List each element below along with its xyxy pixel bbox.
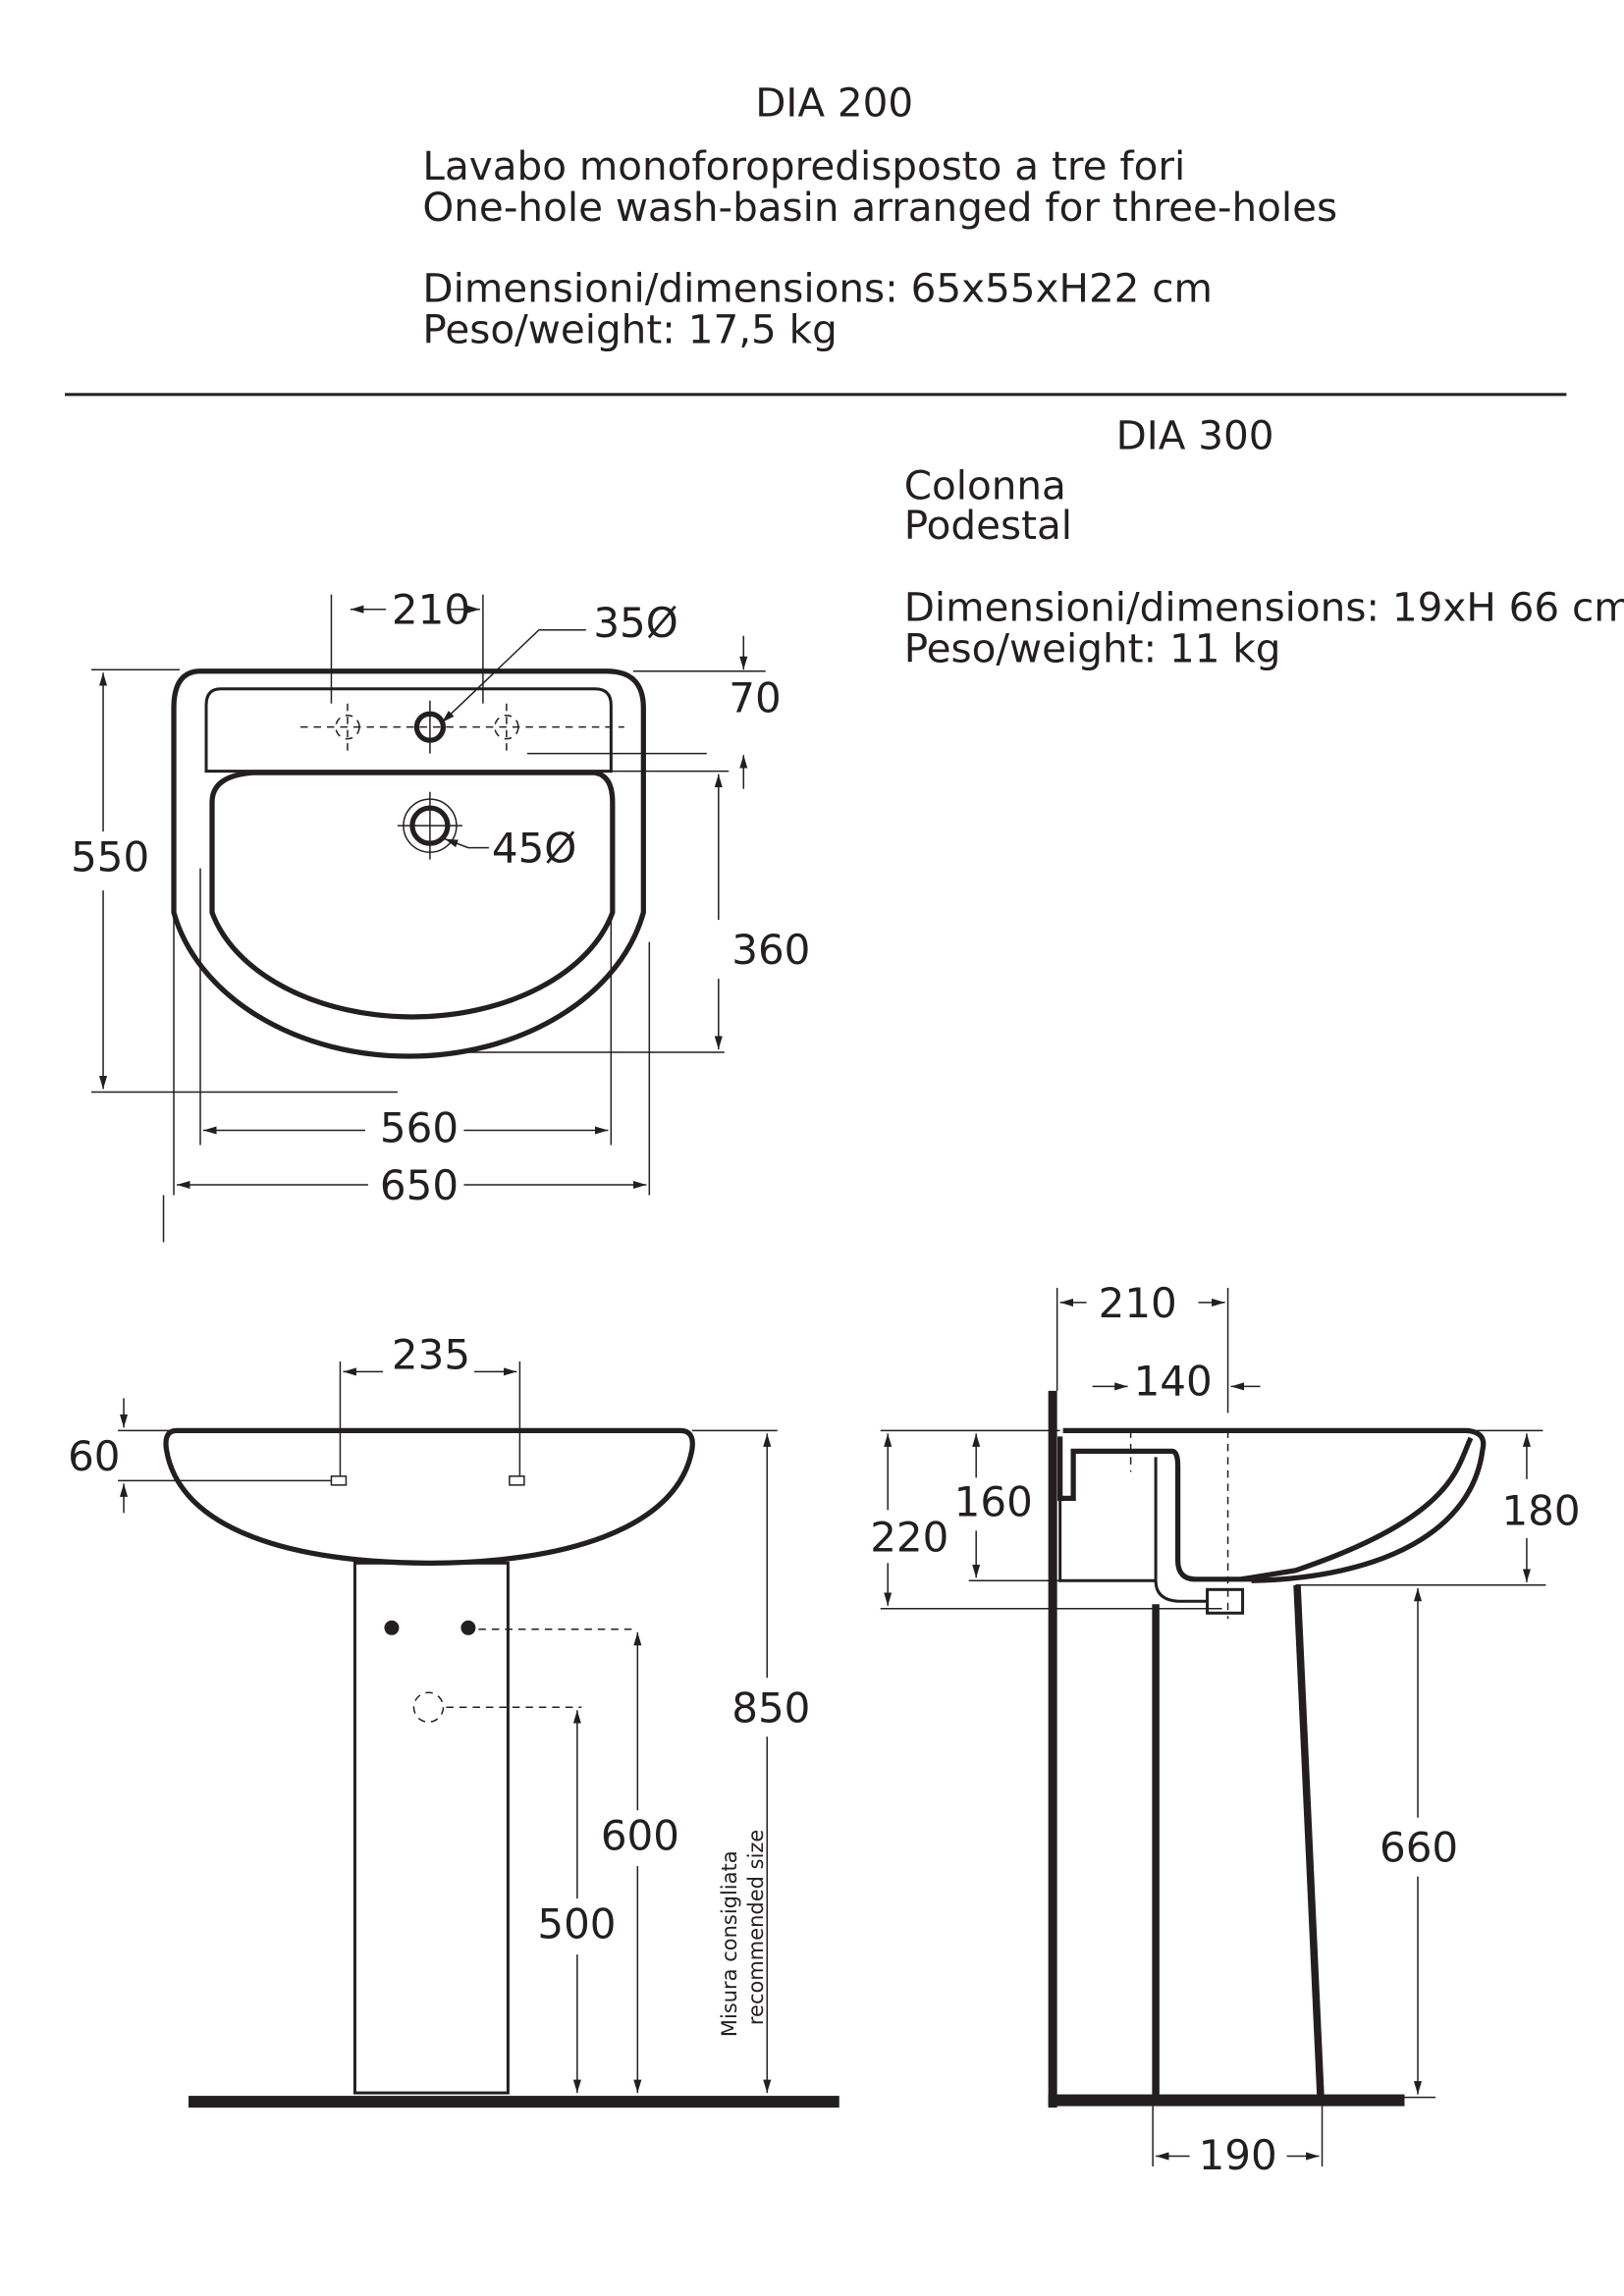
dim-supply-height: 600 <box>601 1812 679 1860</box>
description-en: One-hole wash-basin arranged for three-h… <box>422 184 1337 231</box>
dim-height-220: 220 <box>870 1513 948 1561</box>
top-view: 210 35Ø 45Ø 70 550 360 560 <box>71 586 810 1243</box>
product-weight: Peso/weight: 17,5 kg <box>422 305 837 352</box>
note-it: Misura consigliata <box>718 1850 741 2037</box>
side-view: 210 140 220 160 180 660 190 <box>870 1279 1580 2179</box>
dim-pedestal-base: 190 <box>1199 2131 1277 2179</box>
dim-tap-offset: 70 <box>729 674 781 722</box>
product-model: DIA 200 <box>755 79 913 126</box>
dim-depth-fix: 210 <box>1099 1279 1177 1327</box>
dim-rim-height: 180 <box>1501 1486 1580 1534</box>
floor <box>189 2096 839 2109</box>
dim-tap-spacing: 210 <box>392 586 470 634</box>
dim-bowl-width: 560 <box>380 1104 459 1152</box>
dim-bowl-depth: 360 <box>731 926 810 974</box>
pedestal-model: DIA 300 <box>1116 411 1274 458</box>
pedestal-weight: Peso/weight: 11 kg <box>904 625 1281 672</box>
dim-drain-offset: 140 <box>1134 1357 1213 1405</box>
dim-height-160: 160 <box>954 1477 1033 1525</box>
dim-waste-height: 500 <box>537 1900 616 1949</box>
dim-fixing-height: 60 <box>68 1432 120 1480</box>
dim-width: 650 <box>380 1161 459 1209</box>
note-en: recommended size <box>744 1830 768 2025</box>
pedestal-dimensions: Dimensioni/dimensions: 19xH 66 cm <box>904 584 1624 631</box>
dim-total-height: 850 <box>731 1683 810 1732</box>
description-it: Lavabo monoforopredisposto a tre fori <box>422 142 1185 189</box>
product-dimensions: Dimensioni/dimensions: 65x55xH22 cm <box>422 264 1213 311</box>
dim-tap-hole: 35Ø <box>593 599 677 647</box>
front-view: 235 60 850 600 500 Misura consigliata re… <box>68 1330 839 2109</box>
dim-depth: 550 <box>71 833 149 881</box>
dim-fixing-spacing: 235 <box>392 1330 470 1378</box>
pedestal-name-en: Podestal <box>904 502 1072 549</box>
pedestal <box>352 1561 510 2095</box>
pedestal-name-it: Colonna <box>904 461 1066 508</box>
dim-drain-hole: 45Ø <box>492 825 576 873</box>
wall <box>1048 1390 1057 2109</box>
dim-pedestal-height: 660 <box>1380 1824 1458 1872</box>
